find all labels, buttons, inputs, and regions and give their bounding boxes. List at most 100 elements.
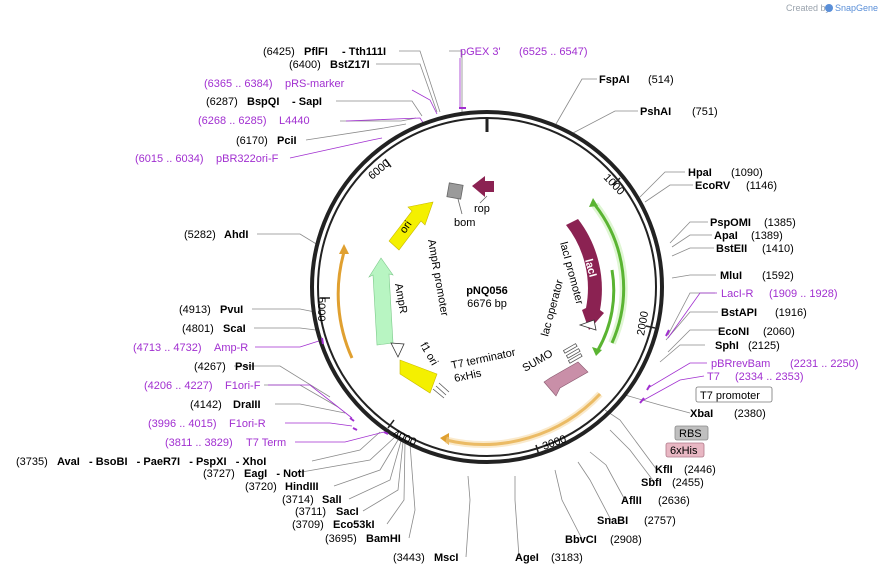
AmpR-primer-range: (4713 .. 4732)	[133, 342, 202, 354]
pBRrevBam-range: (2231 .. 2250)	[790, 358, 859, 370]
BspQI-pos: (6287)	[206, 96, 238, 108]
PvuI-pos: (4913)	[179, 304, 211, 316]
MscI-pos: (3443)	[393, 552, 425, 564]
LacIR-range: (1909 .. 1928)	[769, 288, 838, 300]
backbone-ring-inner	[317, 117, 657, 457]
f1-ori-label: f1 ori	[417, 341, 440, 368]
EcoNI-name: EcoNI	[718, 326, 749, 338]
SphI-pos: (2125)	[748, 340, 780, 352]
AhdI-name: AhdI	[224, 229, 248, 241]
AmpR-primer-name: Amp-R	[214, 342, 248, 354]
T7-promoter-box-label: T7 promoter	[700, 390, 760, 402]
PshAI-pos: (751)	[692, 106, 718, 118]
BspQI-name: BspQI	[247, 96, 279, 108]
DraIII-pos: (4142)	[190, 399, 222, 411]
AvaI-names: AvaI - BsoBI - PaeR7I - PspXI - XhoI	[57, 456, 266, 468]
RBS-box	[674, 425, 709, 441]
green-feature-arrowhead-inner	[592, 347, 602, 356]
orange-feature-glow	[445, 391, 603, 448]
PsiI-pos: (4267)	[194, 361, 226, 373]
rop-feature	[472, 176, 494, 197]
MscI-name: MscI	[434, 552, 458, 564]
tick-marks	[320, 158, 656, 456]
EagI-names: EagI - NotI	[244, 468, 305, 480]
L4440-range: (6268 .. 6285)	[198, 115, 267, 127]
F1oriF-name: F1ori-F	[225, 380, 261, 392]
6xHis-inner-marker	[432, 382, 450, 399]
AmpR-promoter-label: AmpR promoter	[425, 238, 450, 317]
L4440-name: L4440	[279, 115, 310, 127]
snapgene-logo-icon	[825, 4, 833, 12]
T7-primer-name: T7	[707, 371, 720, 383]
FspAI-name: FspAI	[599, 74, 630, 86]
bom-label: bom	[454, 217, 475, 229]
BstEII-name: BstEII	[716, 243, 747, 255]
HpaI-name: HpaI	[688, 167, 712, 179]
primer-site-ticks	[321, 107, 670, 435]
AmpR-promoter-marker	[390, 342, 405, 358]
tick-label-2000: 2000	[635, 310, 651, 336]
pBR322ori-range: (6015 .. 6034)	[135, 153, 204, 165]
HpaI-pos: (1090)	[731, 167, 763, 179]
green-feature-arc-inner	[596, 269, 616, 351]
leader-lines	[234, 50, 720, 558]
pRS-name: pRS-marker	[285, 78, 345, 90]
pBR322ori-name: pBR322ori-F	[216, 153, 279, 165]
tick-label-5000: 5000	[315, 297, 327, 321]
KflI-name: KflI	[655, 464, 673, 476]
SapI-name: - SapI	[292, 96, 322, 108]
XbaI-name: XbaI	[690, 408, 713, 420]
ScaI-name: ScaI	[223, 323, 246, 335]
pBRrevBam-name: pBRrevBam	[711, 358, 770, 370]
SnaBI-name: SnaBI	[597, 515, 628, 527]
PciI-name: PciI	[277, 135, 297, 147]
pRS-range: (6365 .. 6384)	[204, 78, 273, 90]
lacI-feature	[566, 219, 604, 330]
LacIR-name: LacI-R	[721, 288, 753, 300]
HindIII-pos: (3720)	[245, 481, 277, 493]
SnaBI-pos: (2757)	[644, 515, 676, 527]
T7-terminator-label: T7 terminator	[450, 347, 517, 372]
BstEII-pos: (1410)	[762, 243, 794, 255]
PciI-pos: (6170)	[236, 135, 268, 147]
PflFI-pos: (6425)	[263, 46, 295, 58]
orange-feature-arrowhead-left	[339, 244, 349, 254]
lacI-promoter-marker	[578, 319, 597, 331]
f1-ori-feature	[399, 359, 438, 394]
tick-label-6000: 6000	[366, 157, 392, 182]
T7Term-name: T7 Term	[246, 437, 286, 449]
SbfI-pos: (2455)	[672, 477, 704, 489]
BstZ17I-pos: (6400)	[289, 59, 321, 71]
RBS-box-label: RBS	[679, 428, 702, 440]
ScaI-pos: (4801)	[182, 323, 214, 335]
PvuI-name: PvuI	[220, 304, 243, 316]
BamHI-pos: (3695)	[325, 533, 357, 545]
F1oriR-range: (3996 .. 4015)	[148, 418, 217, 430]
pGEX3-name: pGEX 3'	[460, 46, 501, 58]
orange-feature-arc-left	[336, 251, 354, 359]
SphI-name: SphI	[715, 340, 739, 352]
6xHis-box-label: 6xHis	[670, 445, 698, 457]
backbone-ring-outer	[310, 110, 664, 464]
small-feature-stack	[562, 343, 583, 364]
plasmid-name: pNQ056	[466, 285, 508, 297]
PspOMI-name: PspOMI	[710, 217, 751, 229]
BstAPI-pos: (1916)	[775, 307, 807, 319]
Eco53kI-pos: (3709)	[292, 519, 324, 531]
ApaI-name: ApaI	[714, 230, 738, 242]
rop-label: rop	[474, 203, 490, 215]
ori-feature	[388, 201, 434, 251]
XbaI-pos: (2380)	[734, 408, 766, 420]
SUMO-feature	[543, 361, 589, 397]
AvaI-pos: (3735)	[16, 456, 48, 468]
ApaI-pos: (1389)	[751, 230, 783, 242]
EcoRV-pos: (1146)	[746, 180, 777, 192]
pGEX3-range: (6525 .. 6547)	[519, 46, 588, 58]
AgeI-name: AgeI	[515, 552, 539, 564]
6xHis-box	[665, 442, 705, 458]
SbfI-name: SbfI	[641, 477, 662, 489]
AhdI-pos: (5282)	[184, 229, 216, 241]
HindIII-name: HindIII	[285, 481, 319, 493]
brand-name: SnapGene	[835, 3, 878, 13]
